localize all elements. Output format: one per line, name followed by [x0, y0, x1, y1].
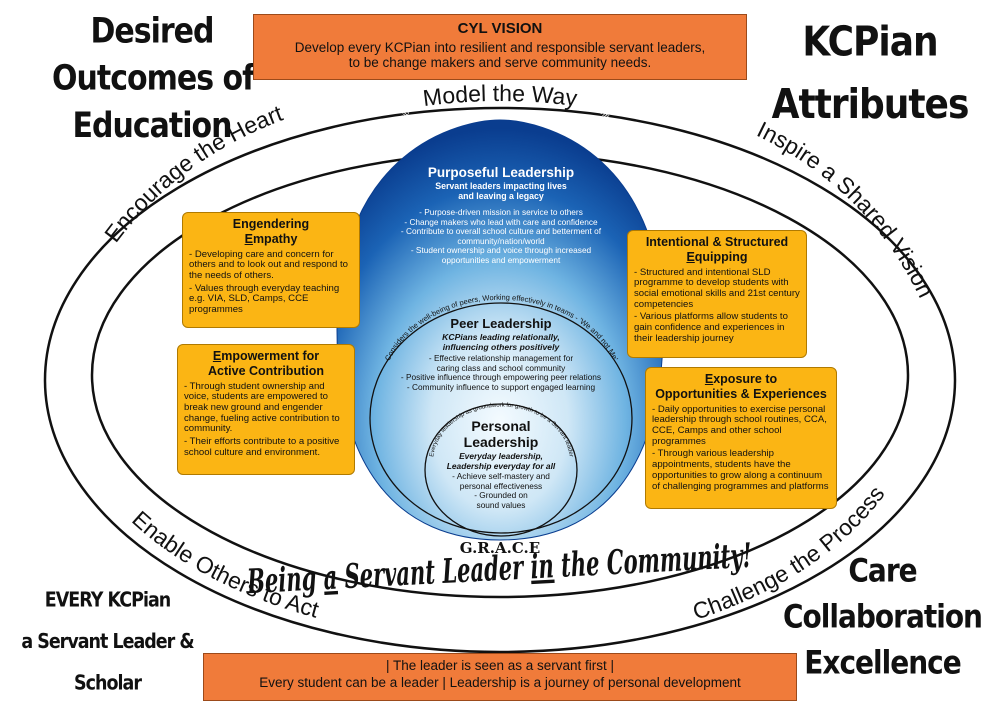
peer-title: Peer Leadership [450, 316, 552, 331]
outer-ellipse [43, 106, 957, 654]
personal-leadership-ring [424, 403, 578, 537]
equipping-title: Intentional & Structured Equipping [645, 235, 789, 264]
personal-item: personal effectiveness [459, 480, 543, 491]
exposure-item: - Through various leadership appointment… [652, 448, 829, 492]
heading-school-values: Care Collaboration Excellence [782, 551, 983, 682]
grace-label: G.R.A.C.E [460, 539, 540, 557]
empowerment-title: Empowerment for Active Contribution [208, 349, 324, 378]
motto-word-the: the [560, 544, 600, 586]
personal-title-1: Personal [471, 418, 531, 434]
box-empowerment-active-contribution: Empowerment for Active Contribution - Th… [177, 344, 355, 475]
heading-kcpian-attributes: KCPian Attributes [771, 18, 970, 129]
peer-leadership-ring [369, 302, 633, 534]
box-intentional-structured-equipping: Intentional & Structured Equipping - Str… [627, 230, 807, 358]
svg-text:Being a Servant Le: Being a Servant Leader in the Community! [245, 536, 752, 602]
purposeful-item: - Purpose-driven mission in service to o… [419, 207, 583, 217]
peer-item: - Positive influence through empowering … [400, 372, 602, 383]
personal-title-2: Leadership [463, 434, 539, 450]
purposeful-item: - Change makers who lead with care and c… [404, 216, 598, 227]
peer-subtitle-1: KCPians leading relationally, [442, 332, 560, 342]
heading-every-kcpian: EVERY KCPian a Servant Leader & Scholar [21, 589, 194, 695]
motto-word-servant-leader: Servant Leader [343, 548, 525, 597]
purposeful-item: opportunities and empowerment [441, 254, 561, 265]
equipping-item: - Various platforms allow students to ga… [634, 311, 788, 344]
peer-item: caring class and school community [436, 362, 566, 373]
practice-model-the-way: Model the Way [421, 80, 579, 111]
leadership-principles-box: | The leader is seen as a servant first … [203, 653, 797, 701]
empathy-title: Engendering Empathy [232, 217, 310, 246]
box-engendering-empathy: Engendering Empathy - Developing care an… [182, 212, 360, 328]
personal-subtitle-2: Leadership everyday for all [446, 461, 556, 471]
motto-word-in: in [529, 546, 554, 587]
principles-line1: | The leader is seen as a servant first … [385, 658, 615, 673]
equipping-item: - Structured and intentional SLD program… [634, 266, 800, 310]
peer-subtitle-2: influencing others positively [442, 342, 560, 352]
purposeful-title: Purposeful Leadership [427, 165, 575, 180]
personal-item: sound values [476, 499, 526, 510]
exposure-item: - Daily opportunities to exercise person… [652, 403, 827, 447]
empowerment-item: - Their efforts contribute to a positive… [184, 436, 340, 458]
personal-item: - Achieve self-mastery and [452, 471, 550, 481]
empowerment-item: - Through student ownership and voice, s… [184, 380, 340, 435]
peer-leadership-block: Peer Leadership KCPians leading relation… [400, 316, 602, 392]
empathy-item: - Values through everyday teaching e.g. … [189, 282, 340, 316]
personal-subtitle-1: Everyday leadership, [459, 451, 543, 461]
peer-item: - Effective relationship management for [428, 353, 574, 363]
purposeful-item: community/nation/world [457, 235, 545, 246]
peer-item: - Community influence to support engaged… [406, 381, 596, 392]
motto-word-being: Being [245, 558, 317, 601]
purposeful-subtitle-2: and leaving a legacy [458, 191, 544, 201]
cyl-vision-box: CYL VISION Develop every KCPian into res… [253, 14, 747, 80]
personal-leadership-block: Personal Leadership Everyday leadership,… [428, 418, 574, 510]
cyl-vision-title: CYL VISION [457, 20, 543, 37]
principles-line2: Every student can be a leader | Leadersh… [259, 675, 741, 690]
personal-item: - Grounded on [474, 490, 528, 501]
purposeful-item: - Contribute to overall school culture a… [400, 226, 602, 237]
cyl-vision-line2: to be change makers and serve community … [348, 55, 652, 70]
purposeful-subtitle-1: Servant leaders impacting lives [435, 181, 567, 191]
purposeful-leadership-block: Purposeful Leadership Servant leaders im… [385, 165, 617, 265]
exposure-title: Exposure to Opportunities & Experiences [655, 372, 827, 401]
box-exposure-opportunities: Exposure to Opportunities & Experiences … [645, 367, 837, 509]
heading-desired-outcomes: Desired Outcomes of Education [52, 11, 255, 146]
cyl-vision-line1: Develop every KCPian into resilient and … [294, 40, 706, 55]
purposeful-item: - Student ownership and voice through in… [410, 245, 592, 256]
motto-word-a: a [323, 557, 339, 597]
motto: Being a Servant Leader in the Community! [245, 536, 752, 602]
motto-word-community: Community! [606, 536, 753, 583]
empathy-item: - Developing care and concern for others… [189, 248, 348, 281]
